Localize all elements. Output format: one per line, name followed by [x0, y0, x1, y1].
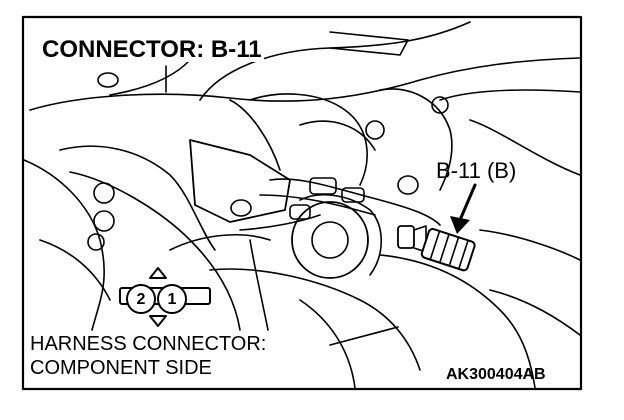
wiring-harness	[229, 99, 441, 231]
harness-leader-line	[329, 326, 399, 346]
harness-connector-symbol	[119, 267, 211, 327]
upper-engine-contours	[29, 21, 581, 251]
pin-number-1: 1	[167, 291, 177, 308]
pin-number-2: 2	[136, 291, 146, 308]
figure-code: AK300404AB	[446, 366, 546, 383]
diagram-frame	[21, 15, 583, 391]
callout-arrow	[450, 183, 477, 234]
diagram-title: CONNECTOR: B-11	[40, 36, 264, 63]
connector-callout-label: B-11 (B)	[436, 158, 517, 183]
lower-engine-contours	[209, 119, 581, 389]
intake-pipe	[23, 159, 271, 331]
component-side-label: COMPONENT SIDE	[30, 357, 212, 379]
sensor-housing	[189, 88, 453, 279]
b11-connector	[397, 225, 476, 272]
harness-connector-label: HARNESS CONNECTOR:	[30, 333, 267, 355]
